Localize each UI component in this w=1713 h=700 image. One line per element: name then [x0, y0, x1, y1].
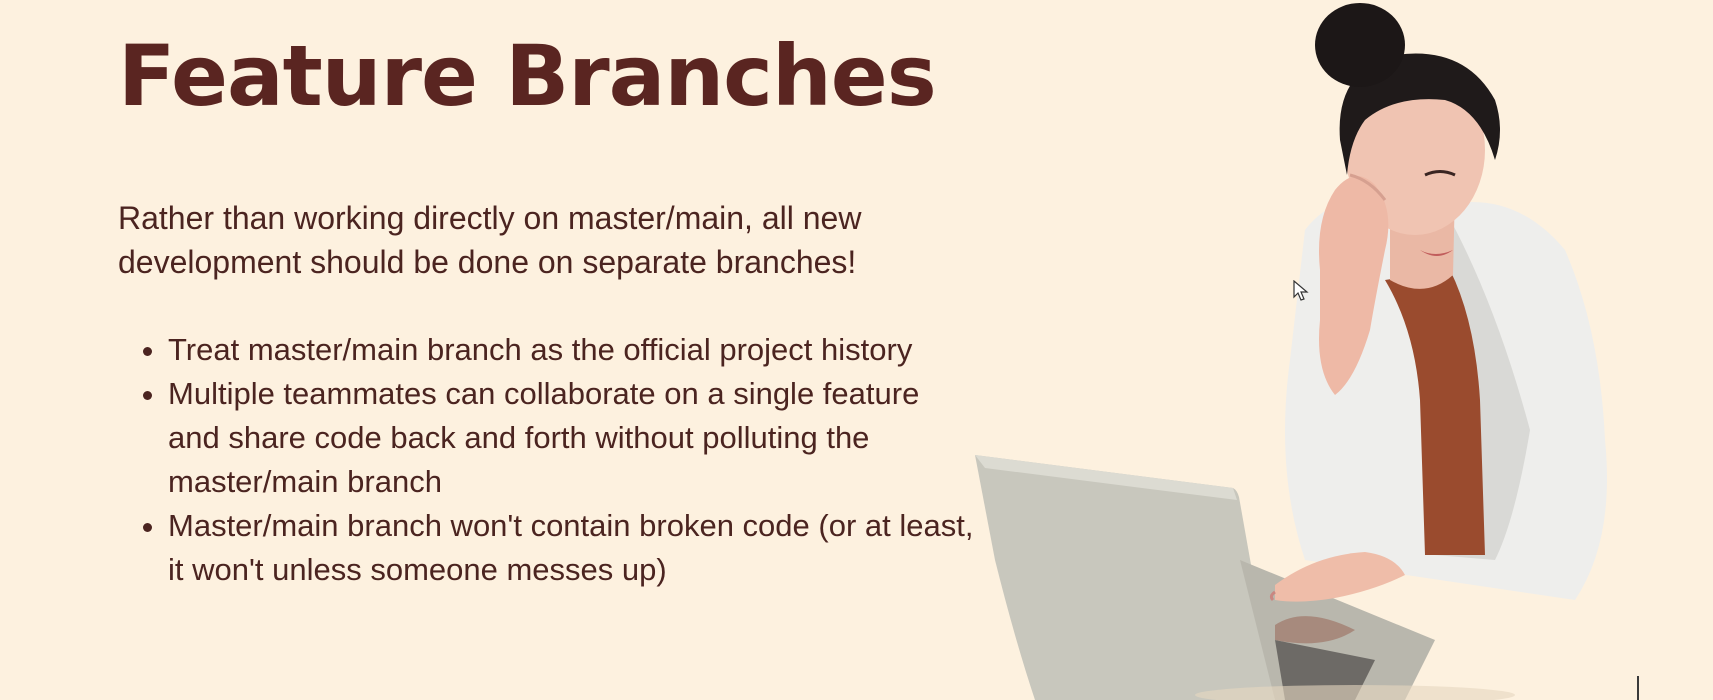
edge-mark — [1637, 676, 1639, 700]
hair — [1339, 53, 1500, 175]
bullet-list: Treat master/main branch as the official… — [118, 328, 978, 592]
blouse — [1385, 270, 1485, 555]
hand-on-laptop — [1275, 552, 1405, 602]
bullet-item: Multiple teammates can collaborate on a … — [168, 372, 978, 504]
hand — [1319, 176, 1389, 395]
slide-title: Feature Branches — [118, 27, 937, 125]
bullet-item: Master/main branch won't contain broken … — [168, 504, 978, 592]
laptop-lid — [975, 455, 1275, 700]
bullet-item: Treat master/main branch as the official… — [168, 328, 978, 372]
intro-paragraph: Rather than working directly on master/m… — [118, 200, 862, 280]
mouse-pointer-icon — [1293, 280, 1309, 301]
stressed-woman-illustration — [975, 3, 1607, 700]
hair-bun — [1315, 3, 1405, 87]
